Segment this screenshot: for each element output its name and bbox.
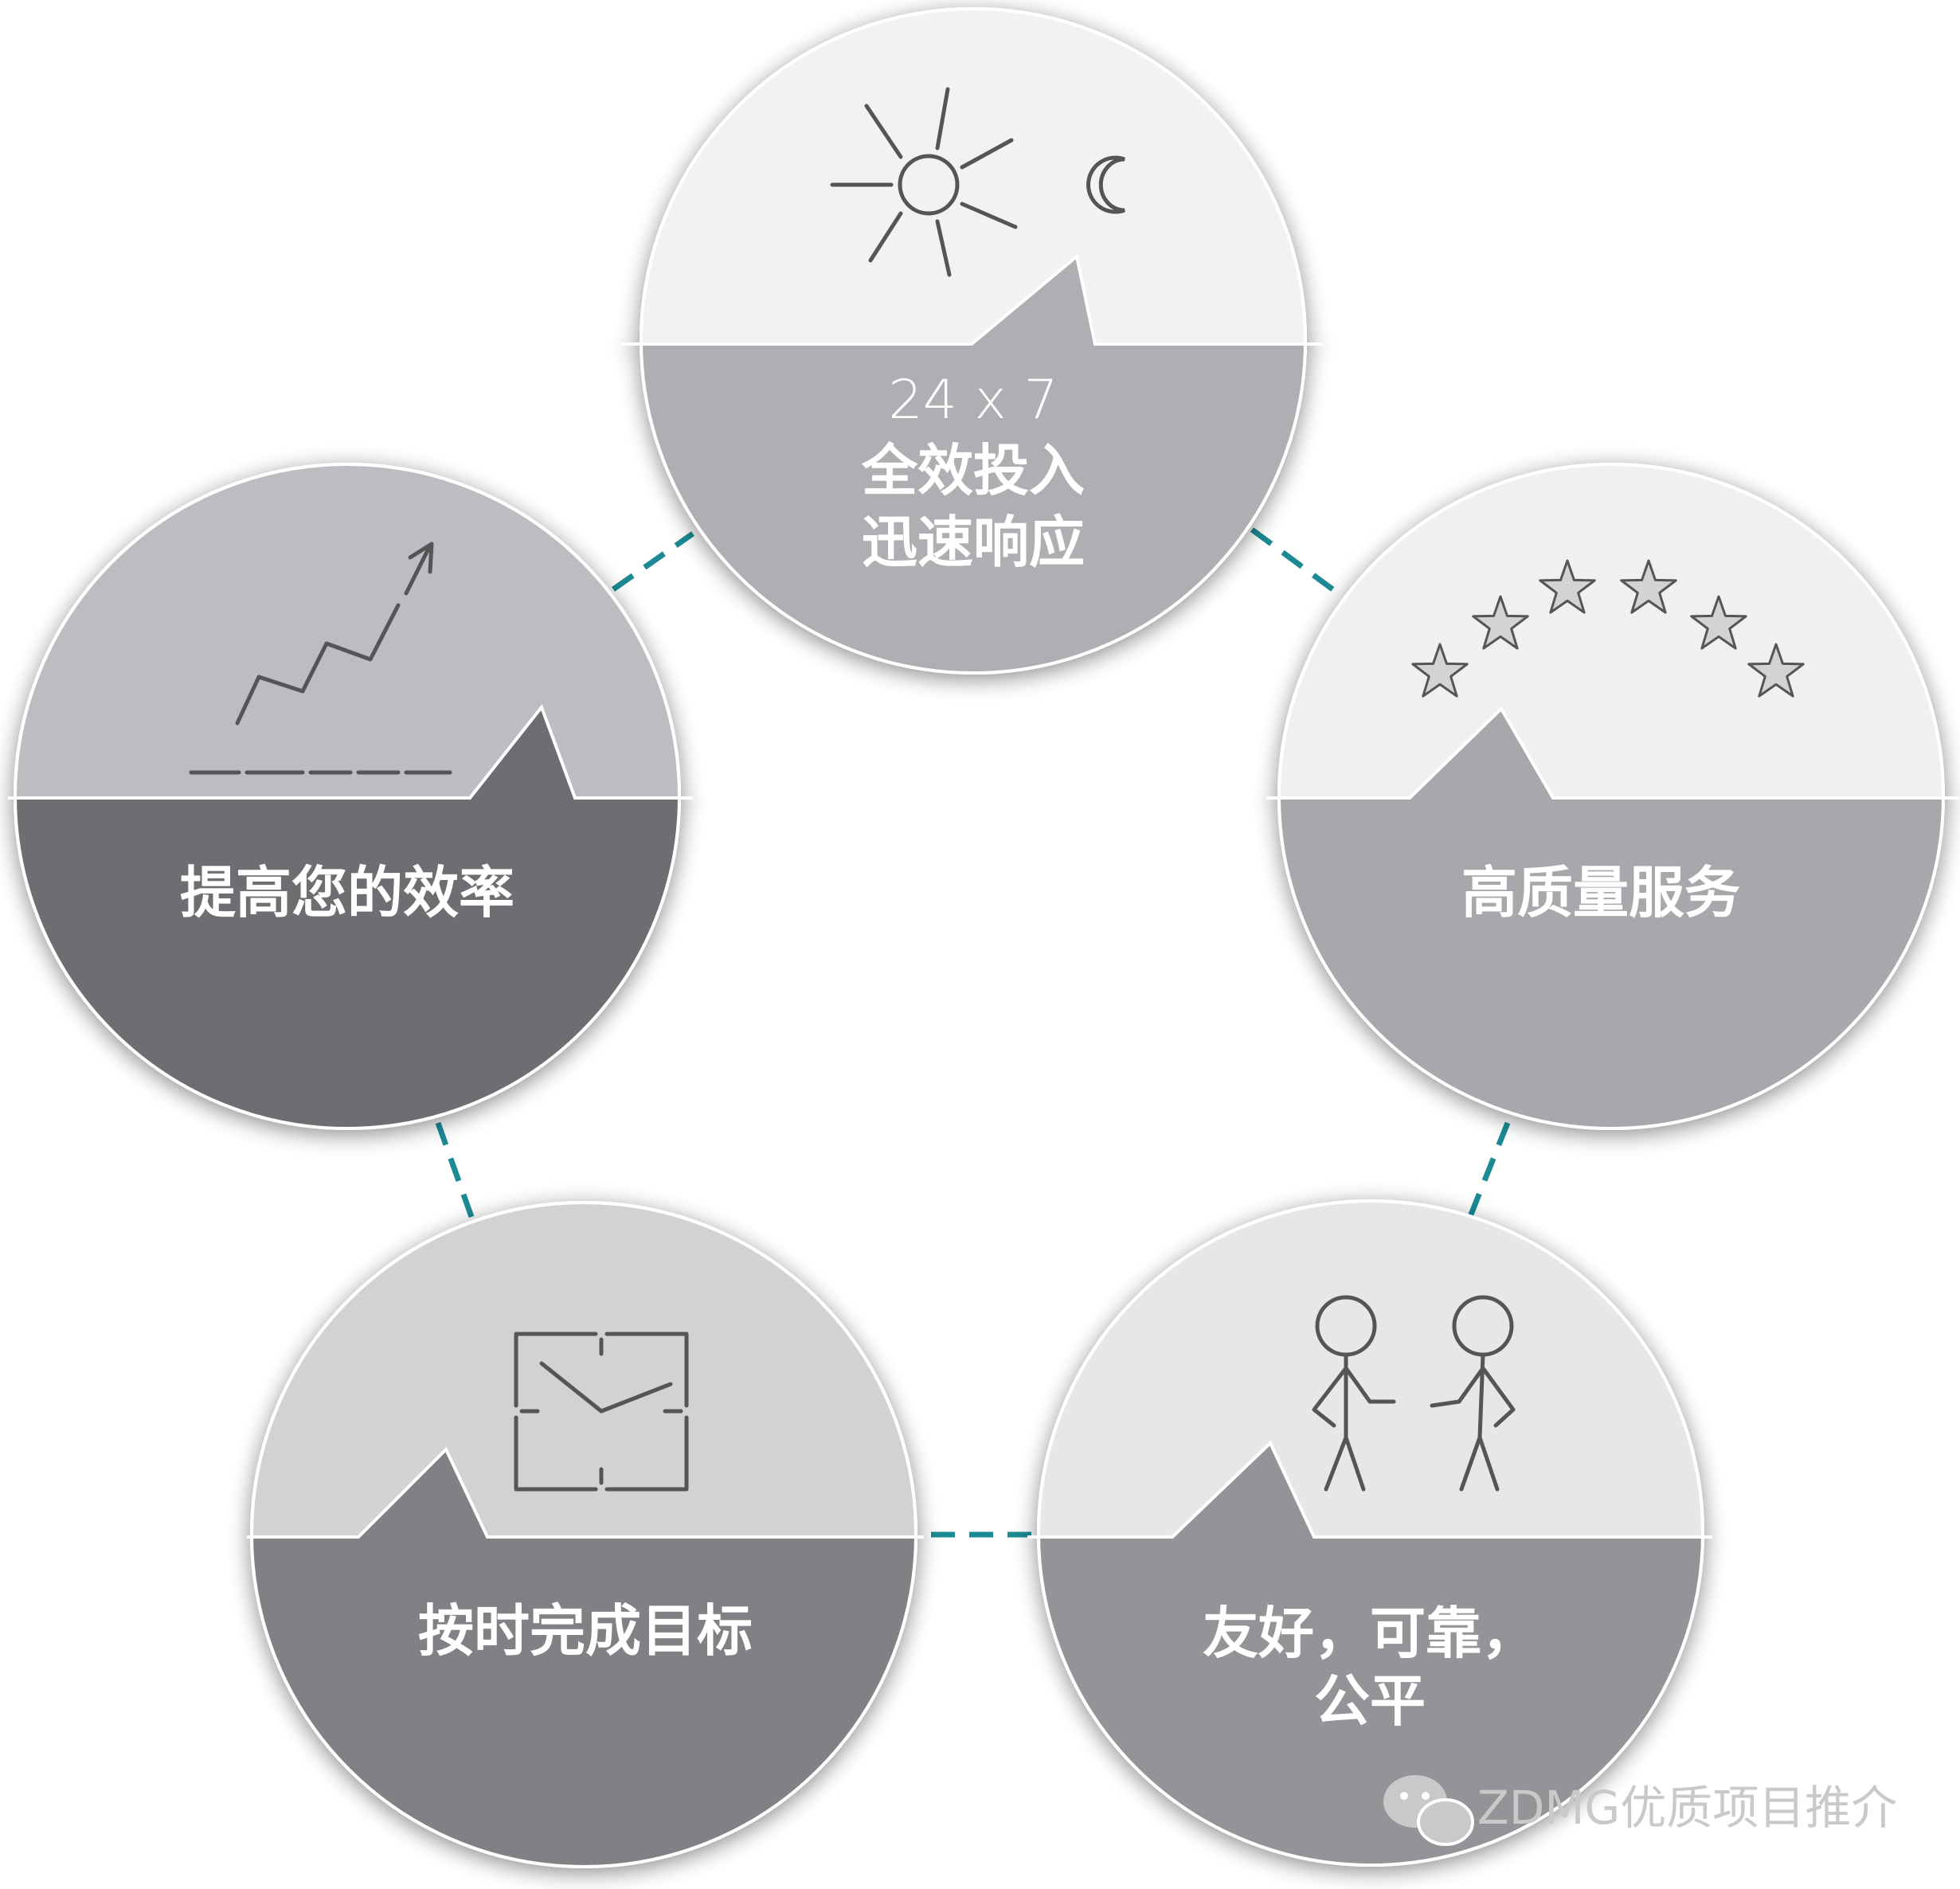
node-service-line-2: 全效投入 — [861, 438, 1085, 503]
watermark: ZDMG优质项目推介 — [1383, 1775, 1897, 1846]
star — [1692, 596, 1746, 648]
people-icon — [1312, 1295, 1516, 1492]
connector-quality-friendly — [1466, 1121, 1511, 1220]
node-service-line-3: 迅速响应 — [862, 510, 1085, 575]
star — [1473, 596, 1528, 648]
stars-icon — [1413, 561, 1803, 696]
star — [1413, 644, 1467, 696]
node-efficiency-line-1: 提高您的效率 — [180, 860, 514, 925]
connector-service-quality — [1250, 527, 1340, 596]
node-friendly-line-2: 公平 — [1314, 1668, 1426, 1734]
rising-chart-icon — [189, 542, 452, 775]
node-efficiency: 提高您的效率 — [8, 463, 693, 1130]
node-ontime-line-1: 按时完成目标 — [418, 1598, 753, 1664]
star — [1749, 644, 1803, 696]
watermark-text: ZDMG优质项目推介 — [1477, 1781, 1897, 1835]
person-right-icon — [1430, 1295, 1516, 1492]
sun-moon-icon — [830, 87, 1125, 277]
node-efficiency-bottom — [15, 707, 679, 1128]
wechat-icon — [1383, 1775, 1474, 1846]
node-friendly-line-1: 友好，可靠， — [1203, 1601, 1537, 1666]
node-quality: 高质量服务 — [1266, 463, 1959, 1130]
connector-ontime-efficiency — [435, 1121, 475, 1218]
node-quality-line-1: 高质量服务 — [1461, 860, 1740, 925]
connector-efficiency-service — [611, 531, 695, 592]
star — [1540, 561, 1594, 612]
star — [1622, 561, 1676, 612]
node-friendly: 友好，可靠， 公平 — [1027, 1199, 1712, 1867]
node-ontime-bottom — [252, 1449, 916, 1867]
node-service-bottom — [641, 256, 1305, 673]
connectors — [435, 527, 1511, 1538]
node-friendly-bottom — [1039, 1443, 1703, 1865]
person-left-icon — [1312, 1295, 1396, 1492]
clock-icon — [514, 1332, 689, 1492]
node-quality-bottom — [1279, 709, 1943, 1128]
node-service: 24 x 7 全效投入 迅速响应 — [621, 7, 1322, 675]
node-service-line-1: 24 x 7 — [888, 369, 1058, 432]
node-ontime: 按时完成目标 — [247, 1201, 924, 1868]
